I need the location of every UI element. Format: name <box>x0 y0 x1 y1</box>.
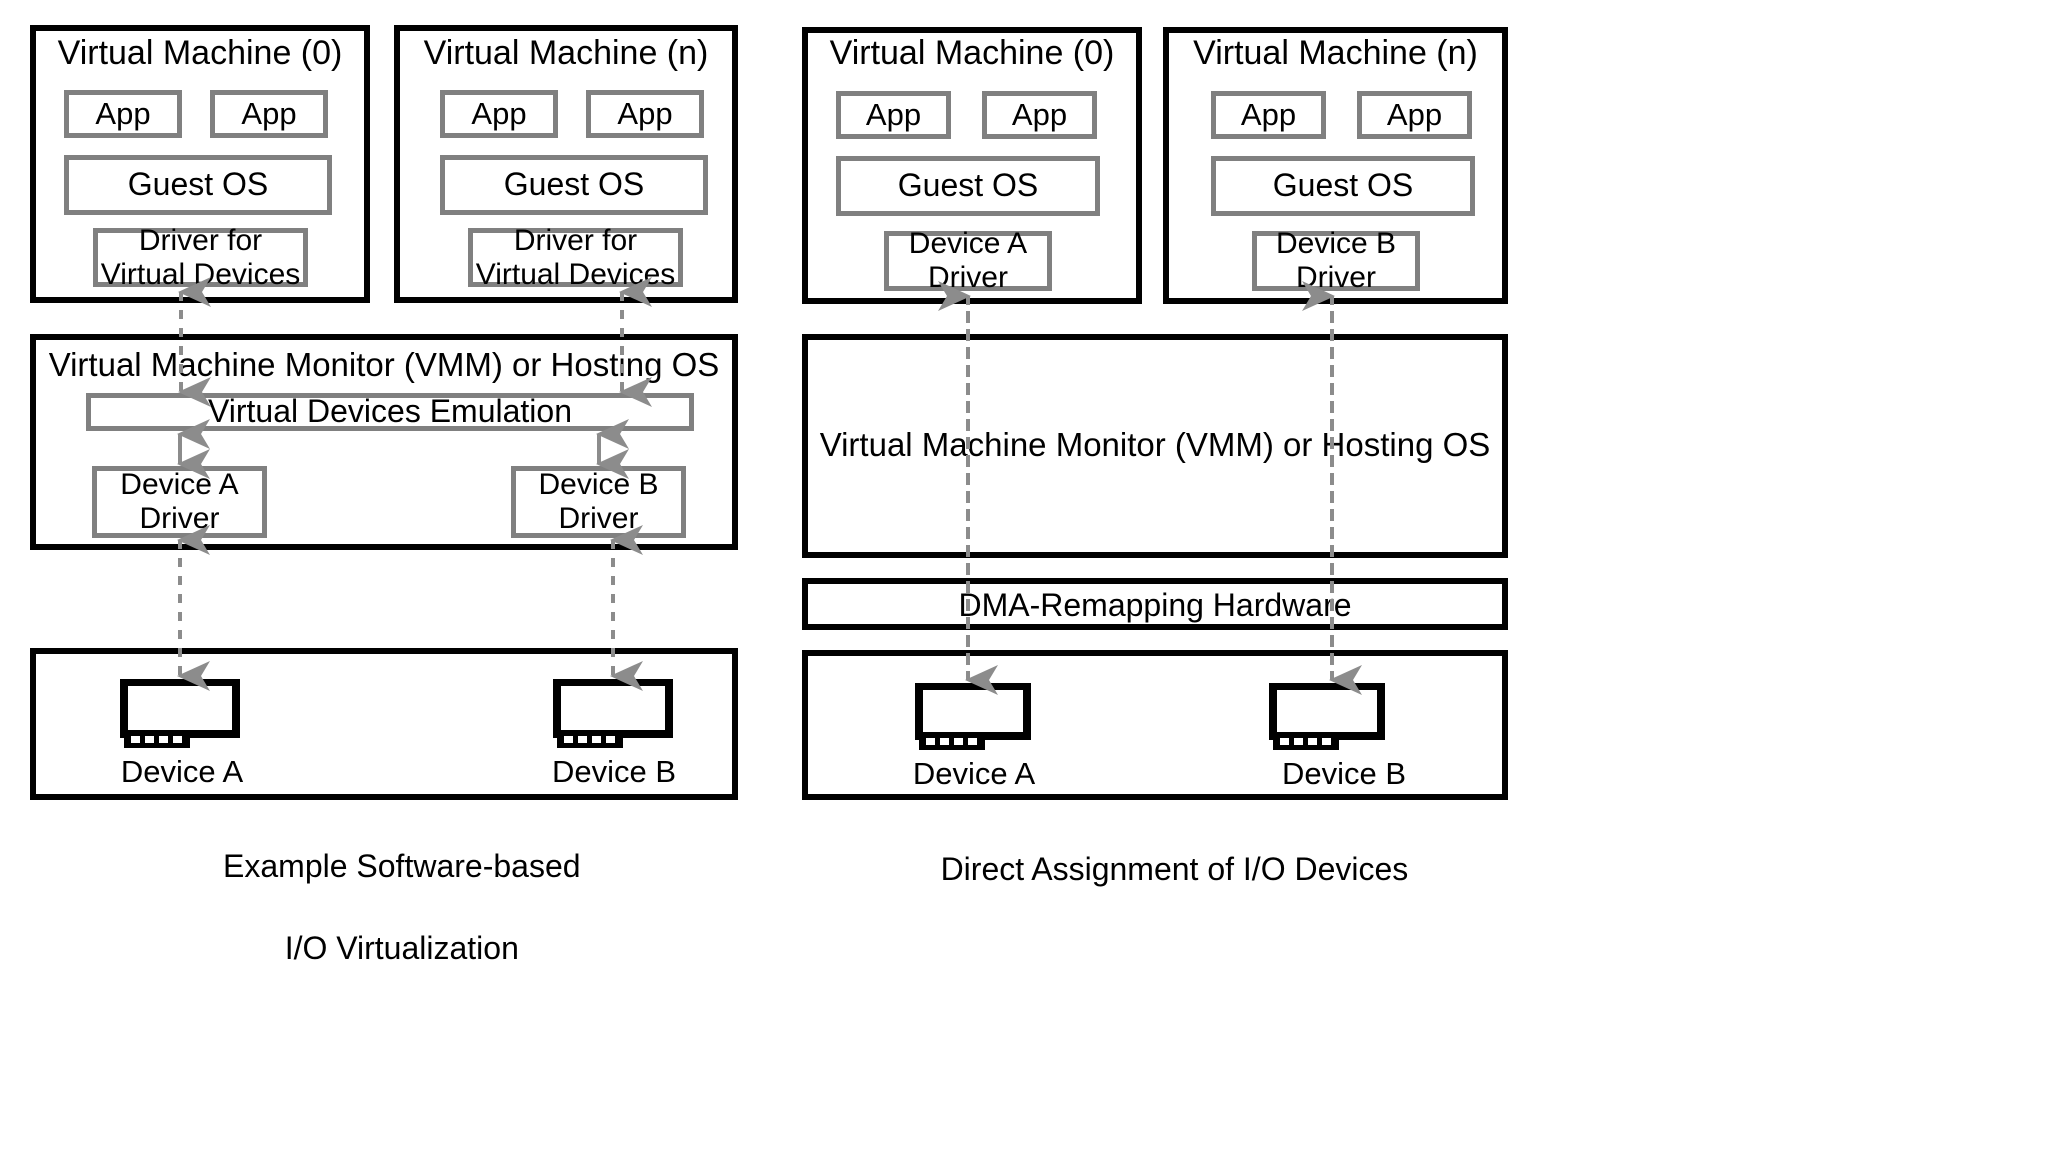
left-vm-n-app-1: App <box>586 90 704 138</box>
left-device-a-driver: Device A Driver <box>92 466 267 538</box>
right-dma-remapping-container <box>802 578 1508 630</box>
left-virtual-devices-emulation: Virtual Devices Emulation <box>86 393 694 431</box>
left-caption-line2: I/O Virtualization <box>284 929 519 966</box>
right-vmm-title: Virtual Machine Monitor (VMM) or Hosting… <box>819 426 1491 463</box>
right-device-b-icon <box>1269 683 1385 750</box>
left-device-b-driver-text: Device B Driver <box>538 468 659 535</box>
left-vm-n-driver: Driver for Virtual Devices <box>468 224 683 291</box>
left-device-a-label: Device A <box>120 754 244 789</box>
left-vm-0-title: Virtual Machine (0) <box>57 34 343 72</box>
right-vm-n-title: Virtual Machine (n) <box>1193 34 1478 72</box>
right-caption-line1: Direct Assignment of I/O Devices <box>940 850 1409 887</box>
left-vm-0-app-1: App <box>210 90 328 138</box>
right-vm-n-guest-os: Guest OS <box>1211 156 1475 216</box>
right-device-a-label: Device A <box>912 756 1036 791</box>
right-vm-0-driver-text: Device A Driver <box>908 227 1028 294</box>
left-device-b-driver: Device B Driver <box>511 466 686 538</box>
right-vmm-container <box>802 334 1508 558</box>
right-vm-n-app-0: App <box>1211 91 1326 139</box>
right-panel-caption: Direct Assignment of I/O Devices <box>905 808 1409 931</box>
left-caption-line1: Example Software-based <box>223 847 581 884</box>
left-panel-caption: Example Software-based I/O Virtualizatio… <box>150 805 618 1010</box>
right-vm-n-driver: Device B Driver <box>1252 227 1420 294</box>
left-device-b-label: Device B <box>551 754 677 789</box>
right-device-a-icon <box>915 683 1031 750</box>
right-vm-0-app-0: App <box>836 91 951 139</box>
left-device-a-icon <box>120 679 240 748</box>
left-vm-n-title: Virtual Machine (n) <box>423 34 709 72</box>
right-vm-n-app-1: App <box>1357 91 1472 139</box>
left-vm-n-driver-text: Driver for Virtual Devices <box>475 223 676 291</box>
left-vm-0-guest-os: Guest OS <box>64 155 332 215</box>
right-vm-0-driver: Device A Driver <box>884 227 1052 294</box>
left-vm-n-app-0: App <box>440 90 558 138</box>
left-vmm-title: Virtual Machine Monitor (VMM) or Hosting… <box>48 346 720 383</box>
left-vm-n-guest-os: Guest OS <box>440 155 708 215</box>
right-vm-n-driver-text: Device B Driver <box>1275 227 1397 294</box>
left-device-b-icon <box>553 679 673 748</box>
right-device-b-label: Device B <box>1281 756 1407 791</box>
right-vm-0-title: Virtual Machine (0) <box>829 34 1115 72</box>
left-vm-0-driver-text: Driver for Virtual Devices <box>100 223 301 291</box>
left-vm-0-driver: Driver for Virtual Devices <box>93 224 308 291</box>
left-device-a-driver-text: Device A Driver <box>120 468 239 535</box>
left-vm-0-app-0: App <box>64 90 182 138</box>
right-vm-0-app-1: App <box>982 91 1097 139</box>
right-dma-remapping-title: DMA-Remapping Hardware <box>958 587 1352 623</box>
right-vm-0-guest-os: Guest OS <box>836 156 1100 216</box>
